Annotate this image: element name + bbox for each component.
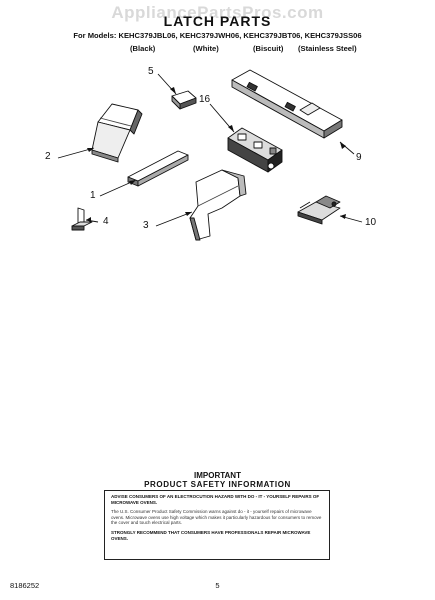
safety-info-box: ADVISE CONSUMERS OF AN ELECTROCUTION HAZ… [104,490,330,560]
callout-2: 2 [45,151,51,162]
models-line: For Models: KEHC379JBL06, KEHC379JWH06, … [73,31,362,40]
color-stainless: (Stainless Steel) [298,44,357,53]
callout-10: 10 [365,217,377,228]
color-biscuit: (Biscuit) [253,44,284,53]
part-3-bracket [189,169,247,241]
callout-1: 1 [90,190,96,201]
callout-16: 16 [199,94,211,105]
part-4-clip [71,207,93,231]
color-variants: (Black) (White) (Biscuit) (Stainless Ste… [0,44,435,54]
safety-warning-text: The U.S. Consumer Product Safety Commiss… [111,509,322,526]
color-white: (White) [193,44,219,53]
callout-4: 4 [103,216,109,227]
part-1-latch-bar [127,150,189,187]
important-heading: IMPORTANT [194,471,241,480]
part-5-block [171,90,197,110]
color-black: (Black) [130,44,156,53]
callout-3: 3 [143,220,149,231]
leader-arrowheads [86,87,346,222]
page-title: LATCH PARTS [163,13,272,29]
safety-advisory: ADVISE CONSUMERS OF AN ELECTROCUTION HAZ… [111,494,320,505]
page-number: 5 [215,581,220,590]
callout-9: 9 [356,152,362,163]
product-safety-heading: PRODUCT SAFETY INFORMATION [144,480,291,489]
watermark: AppliancePartsPros.com [111,3,324,22]
callout-5: 5 [148,66,154,77]
part-9-bracket [231,69,343,139]
document-number: 8186252 [10,581,40,590]
part-2-bracket [91,103,143,163]
part-10-switch [297,195,341,225]
safety-recommendation: STRONGLY RECOMMEND THAT CONSUMERS HAVE P… [111,529,311,541]
part-16-latch-assembly [227,127,283,173]
